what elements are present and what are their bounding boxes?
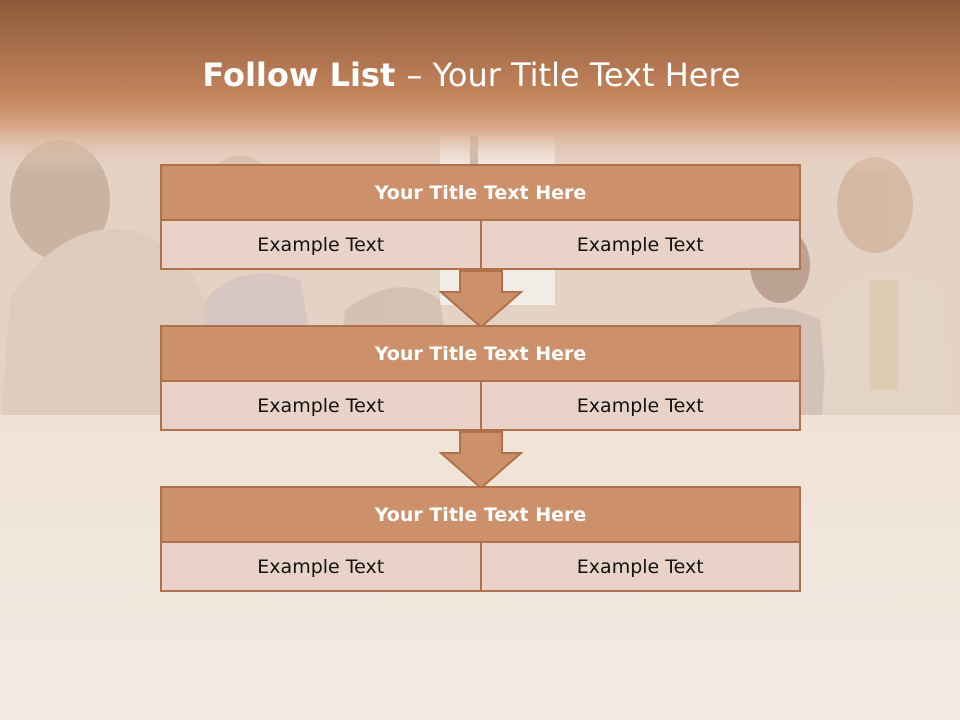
down-arrow-icon	[439, 270, 523, 328]
block-header: Your Title Text Here	[160, 486, 801, 543]
block-header: Your Title Text Here	[160, 164, 801, 221]
block-row: Example Text Example Text	[160, 543, 801, 592]
block-cell-left: Example Text	[257, 233, 385, 256]
slide-title-rest: – Your Title Text Here	[406, 56, 741, 94]
down-arrow-icon	[439, 431, 523, 489]
follow-list-block-2: Your Title Text Here Example Text Exampl…	[160, 325, 801, 431]
block-cell-right: Example Text	[479, 543, 800, 590]
follow-list-block-3: Your Title Text Here Example Text Exampl…	[160, 486, 801, 592]
slide-title: Follow List – Your Title Text Here	[0, 56, 943, 94]
block-row: Example Text Example Text	[160, 221, 801, 270]
block-row: Example Text Example Text	[160, 382, 801, 431]
follow-list-block-1: Your Title Text Here Example Text Exampl…	[160, 164, 801, 270]
block-header: Your Title Text Here	[160, 325, 801, 382]
slide-title-bold: Follow List	[202, 56, 407, 94]
block-cell-left: Example Text	[257, 394, 385, 417]
block-cell-left: Example Text	[257, 555, 385, 578]
block-cell-right: Example Text	[479, 221, 800, 268]
block-cell-right: Example Text	[479, 382, 800, 429]
